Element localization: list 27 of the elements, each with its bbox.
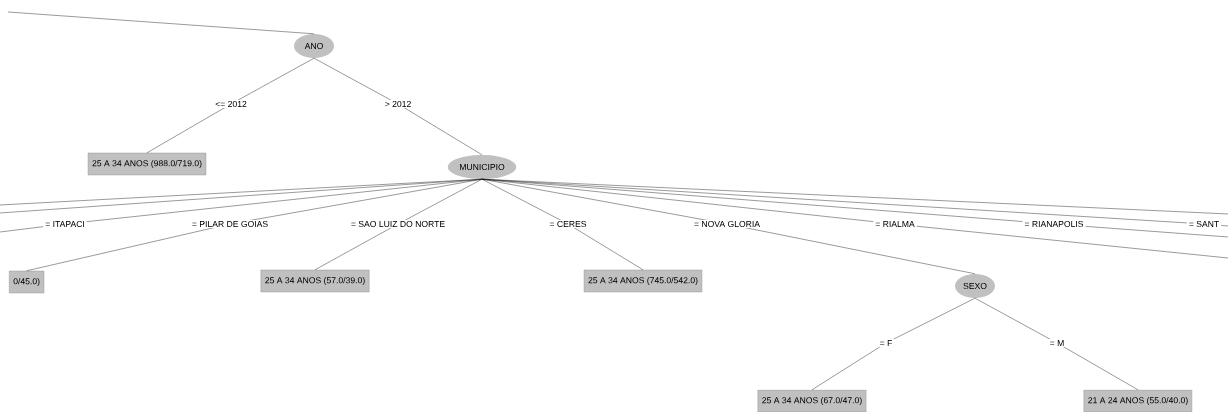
edge-label: = NOVA GLORIA xyxy=(692,219,762,229)
leaf-box: 25 A 34 ANOS (57.0/39.0) xyxy=(260,269,370,293)
leaf-box: 21 A 24 ANOS (55.0/40.0) xyxy=(1083,389,1193,412)
branch-line xyxy=(811,298,976,390)
edge-label: = M xyxy=(1047,339,1067,347)
branch-line xyxy=(313,58,483,155)
edge-label: = SANT xyxy=(1186,219,1222,229)
leaf-box: 25 A 34 ANOS (988.0/719.0) xyxy=(87,152,207,176)
edge-label: <= 2012 xyxy=(213,99,249,109)
edge-label: = PILAR DE GOIAS xyxy=(189,219,271,229)
edge-label: = ITAPACI xyxy=(43,219,87,229)
edge-label: > 2012 xyxy=(382,99,414,109)
branch-line xyxy=(146,58,315,153)
edge-label: = F xyxy=(877,339,895,347)
edge-label: = CERES xyxy=(547,219,589,229)
leaf-box: 25 A 34 ANOS (67.0/47.0) xyxy=(757,389,867,412)
leaf-box: 0/45.0) xyxy=(9,270,45,294)
branch-line xyxy=(7,11,315,34)
edge-label: = RIALMA xyxy=(873,220,917,228)
branch-line xyxy=(974,298,1139,390)
branch-line xyxy=(481,179,644,270)
branch-line xyxy=(314,179,483,270)
edge-label: = RIANAPOLIS xyxy=(1022,219,1086,229)
leaf-box: 25 A 34 ANOS (745.0/542.0) xyxy=(583,269,703,293)
branch-line xyxy=(26,179,483,271)
branch-line xyxy=(481,179,1228,215)
edge-label: = SAO LUIZ DO NORTE xyxy=(348,219,448,229)
